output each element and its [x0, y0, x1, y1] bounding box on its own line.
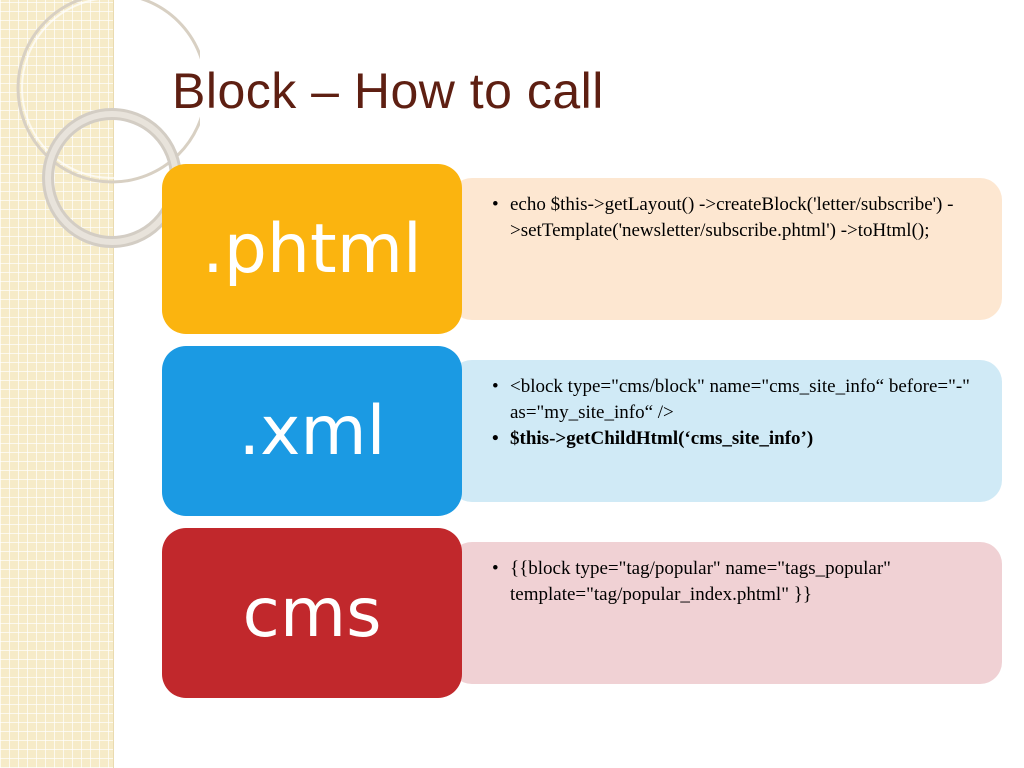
row-xml: <block type="cms/block" name="cms_site_i…	[162, 346, 1002, 516]
row-phtml: echo $this->getLayout() ->createBlock('l…	[162, 164, 1002, 334]
content-panel-cms: {{block type="tag/popular" name="tags_po…	[450, 542, 1002, 684]
decorative-grid-strip	[0, 0, 114, 768]
list-item: <block type="cms/block" name="cms_site_i…	[492, 374, 972, 426]
label-xml: .xml	[162, 346, 462, 516]
bullet-list: <block type="cms/block" name="cms_site_i…	[486, 374, 972, 452]
list-item: $this->getChildHtml(‘cms_site_info’)	[492, 426, 972, 452]
bullet-list: {{block type="tag/popular" name="tags_po…	[486, 556, 972, 608]
row-cms: {{block type="tag/popular" name="tags_po…	[162, 528, 1002, 698]
bullet-list: echo $this->getLayout() ->createBlock('l…	[486, 192, 972, 244]
list-item: {{block type="tag/popular" name="tags_po…	[492, 556, 972, 608]
label-phtml: .phtml	[162, 164, 462, 334]
label-cms: cms	[162, 528, 462, 698]
content-panel-xml: <block type="cms/block" name="cms_site_i…	[450, 360, 1002, 502]
slide-title: Block – How to call	[172, 63, 604, 119]
list-item: echo $this->getLayout() ->createBlock('l…	[492, 192, 972, 244]
content-panel-phtml: echo $this->getLayout() ->createBlock('l…	[450, 178, 1002, 320]
